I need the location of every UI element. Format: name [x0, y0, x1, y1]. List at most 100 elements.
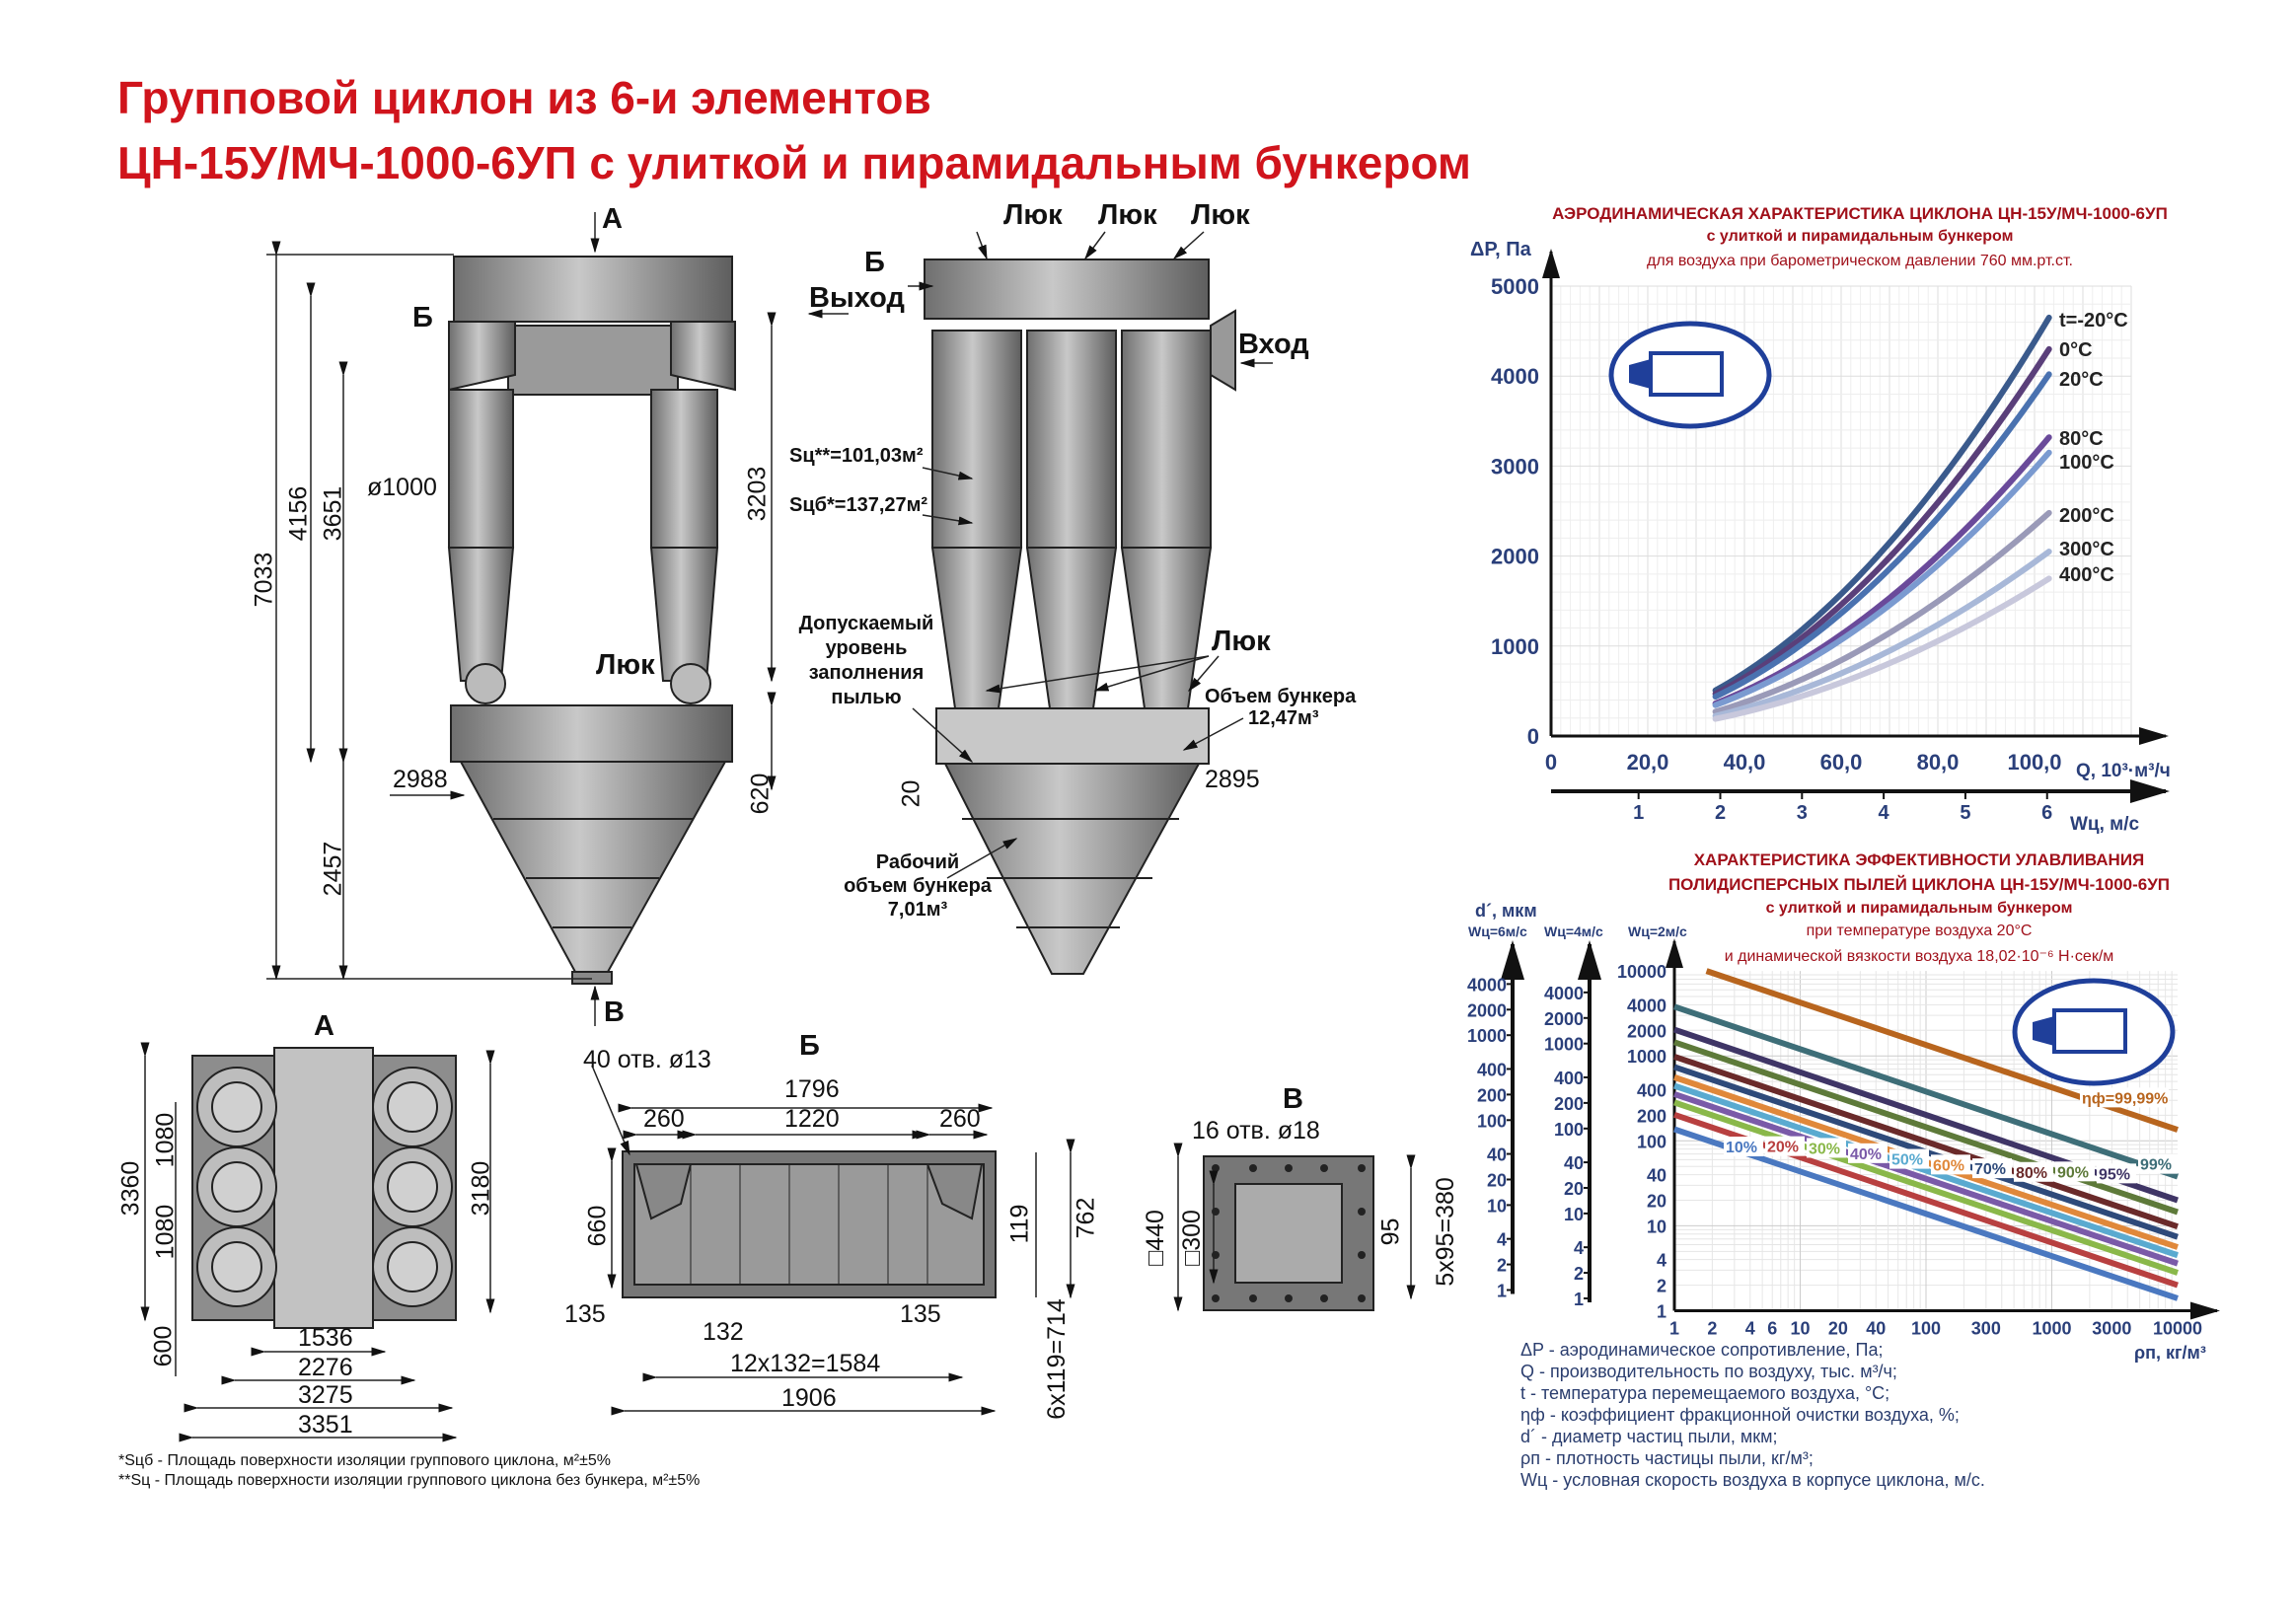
x-tick-label: 20,0 — [1627, 750, 1669, 775]
aux-y-tick-label: 4000 — [1544, 984, 1584, 1003]
cyclone-left — [448, 389, 514, 549]
series-line — [1712, 314, 2052, 694]
view-a-drawing — [140, 1042, 495, 1442]
w-tick-label: 1 — [1633, 802, 1644, 824]
aux-y-tick-label: 200 — [1554, 1094, 1584, 1114]
w-tick-label: 3 — [1797, 802, 1808, 824]
y-tick-label: 4000 — [1491, 364, 1539, 389]
page-title-line2: ЦН-15У/МЧ-1000-6УП с улиткой и пирамидал… — [117, 137, 1471, 188]
logo — [1608, 321, 1772, 429]
series-line — [1712, 345, 2052, 698]
holes-label: 16 отв. ø18 — [1192, 1117, 1320, 1144]
dim-1536: 1536 — [298, 1324, 353, 1352]
view-v-arrow-label: В — [604, 997, 625, 1028]
y-tick-label: 10 — [1647, 1217, 1666, 1236]
series-label-bg — [1972, 1158, 2012, 1179]
legend-note: ηф - коэффициент фракционной очистки воз… — [1520, 1405, 1960, 1425]
dim-2895: 2895 — [1205, 766, 1260, 793]
series-line — [1673, 1003, 2179, 1180]
x-tick-label: 2 — [1707, 1319, 1717, 1339]
series-line — [1712, 449, 2052, 708]
series-label: 80°C — [2059, 428, 2104, 450]
aux-y-tick-label: 1000 — [1467, 1026, 1507, 1046]
holes-label: 40 отв. ø13 — [583, 1046, 711, 1073]
dim-3351: 3351 — [298, 1411, 353, 1439]
dim-95: 95 — [1376, 1218, 1405, 1246]
aux-y-tick-label: 20 — [1564, 1179, 1584, 1199]
side-view — [807, 231, 1273, 975]
dim-260-right: 260 — [939, 1105, 981, 1133]
dim-3203: 3203 — [743, 466, 772, 522]
legend-note: Q - производительность по воздуху, тыс. … — [1520, 1362, 1897, 1381]
dim-119: 119 — [1005, 1204, 1034, 1244]
x-tick-label: 1000 — [2032, 1319, 2071, 1339]
series-label: 400°C — [2059, 564, 2114, 586]
dim-1906: 1906 — [781, 1384, 837, 1412]
dim-714: 6x119=714 — [1042, 1298, 1071, 1420]
series-label: 50% — [1891, 1152, 1923, 1169]
aux-y-tick-label: 4 — [1497, 1230, 1507, 1250]
series-label: ηф=99,99% — [2082, 1090, 2168, 1107]
logo — [2012, 978, 2176, 1086]
view-b-drawing — [591, 1065, 1075, 1416]
y-tick-label: 1000 — [1627, 1047, 1666, 1067]
x-tick-label: 40,0 — [1724, 750, 1766, 775]
aux-y-tick-label: 20 — [1487, 1170, 1507, 1190]
series-label-bg — [1889, 1148, 1929, 1169]
hatch-label: Люк — [1191, 199, 1250, 231]
collector-box — [924, 258, 1210, 320]
series-line — [1673, 1039, 2179, 1216]
series-label: 80% — [2016, 1165, 2047, 1182]
dim-440: □440 — [1141, 1210, 1169, 1266]
chart2-title-line2: ПОЛИДИСПЕРСНЫХ ПЫЛЕЙ ЦИКЛОНА ЦН-15У/МЧ-1… — [1667, 875, 2171, 894]
dim-2457: 2457 — [319, 841, 347, 897]
section-b-label: Б — [412, 302, 433, 333]
series-label: 60% — [1933, 1157, 1964, 1174]
dim-260-left: 260 — [643, 1105, 685, 1133]
dim-4156: 4156 — [284, 485, 313, 542]
dim-2276: 2276 — [298, 1354, 353, 1381]
x-tick-label: 40 — [1866, 1319, 1886, 1339]
series-label: 10% — [1726, 1140, 1757, 1156]
series-line — [1673, 1054, 2179, 1229]
y-tick-label: 200 — [1637, 1106, 1666, 1126]
chart1-subtitle: с улиткой и пирамидальным бункером — [1706, 228, 2014, 245]
series-label: 0°C — [2059, 339, 2093, 361]
page-title-line1: Групповой циклон из 6-и элементов — [117, 72, 931, 123]
x-tick-label: 10 — [1790, 1319, 1810, 1339]
series-label: 95% — [2099, 1166, 2130, 1183]
aux-y-tick-label: 100 — [1554, 1120, 1584, 1140]
y-tick-label: 5000 — [1491, 274, 1539, 299]
legend-note: Wц - условная скорость воздуха в корпусе… — [1520, 1470, 1985, 1490]
dim-3360: 3360 — [116, 1160, 145, 1217]
aux-y-tick-label: 2000 — [1467, 1000, 1507, 1020]
aux-y-tick-label: 2 — [1574, 1264, 1584, 1284]
y-tick-label: 100 — [1637, 1132, 1666, 1151]
dim-7033: 7033 — [250, 552, 278, 608]
series-label-bg — [1807, 1138, 1846, 1158]
dim-620: 620 — [746, 773, 775, 815]
chart1-xlabel: Q, 10³·м³/ч — [2076, 761, 2171, 781]
dim-3275: 3275 — [298, 1381, 353, 1409]
series-line — [1673, 1099, 2179, 1276]
series-label-bg — [2014, 1161, 2053, 1182]
working-volume-value: 7,01м³ — [887, 899, 948, 921]
dim-3180: 3180 — [467, 1160, 495, 1217]
series-label: t=-20°C — [2059, 310, 2128, 332]
footnote: *Sцб - Площадь поверхности изоляции груп… — [118, 1452, 611, 1469]
aux-y-tick-label: 400 — [1554, 1069, 1584, 1088]
hatch-label: Люк — [596, 649, 655, 681]
dim-300: □300 — [1177, 1210, 1206, 1266]
x-tick-label: 100,0 — [2007, 750, 2061, 775]
view-a-arrow-label: А — [602, 203, 623, 235]
outlet-section — [507, 325, 679, 396]
aux-y-tick-label: 2000 — [1544, 1009, 1584, 1029]
aux-y-tick-label: 1000 — [1544, 1035, 1584, 1055]
chart2-ylabel: d´, мкм — [1475, 901, 1537, 921]
x-tick-label: 3000 — [2092, 1319, 2131, 1339]
collector-box — [453, 256, 733, 323]
series-line — [1712, 575, 2052, 722]
x-tick-label: 0 — [1545, 750, 1557, 775]
dim-1220: 1220 — [784, 1105, 840, 1133]
series-label-bg — [1724, 1137, 1763, 1157]
